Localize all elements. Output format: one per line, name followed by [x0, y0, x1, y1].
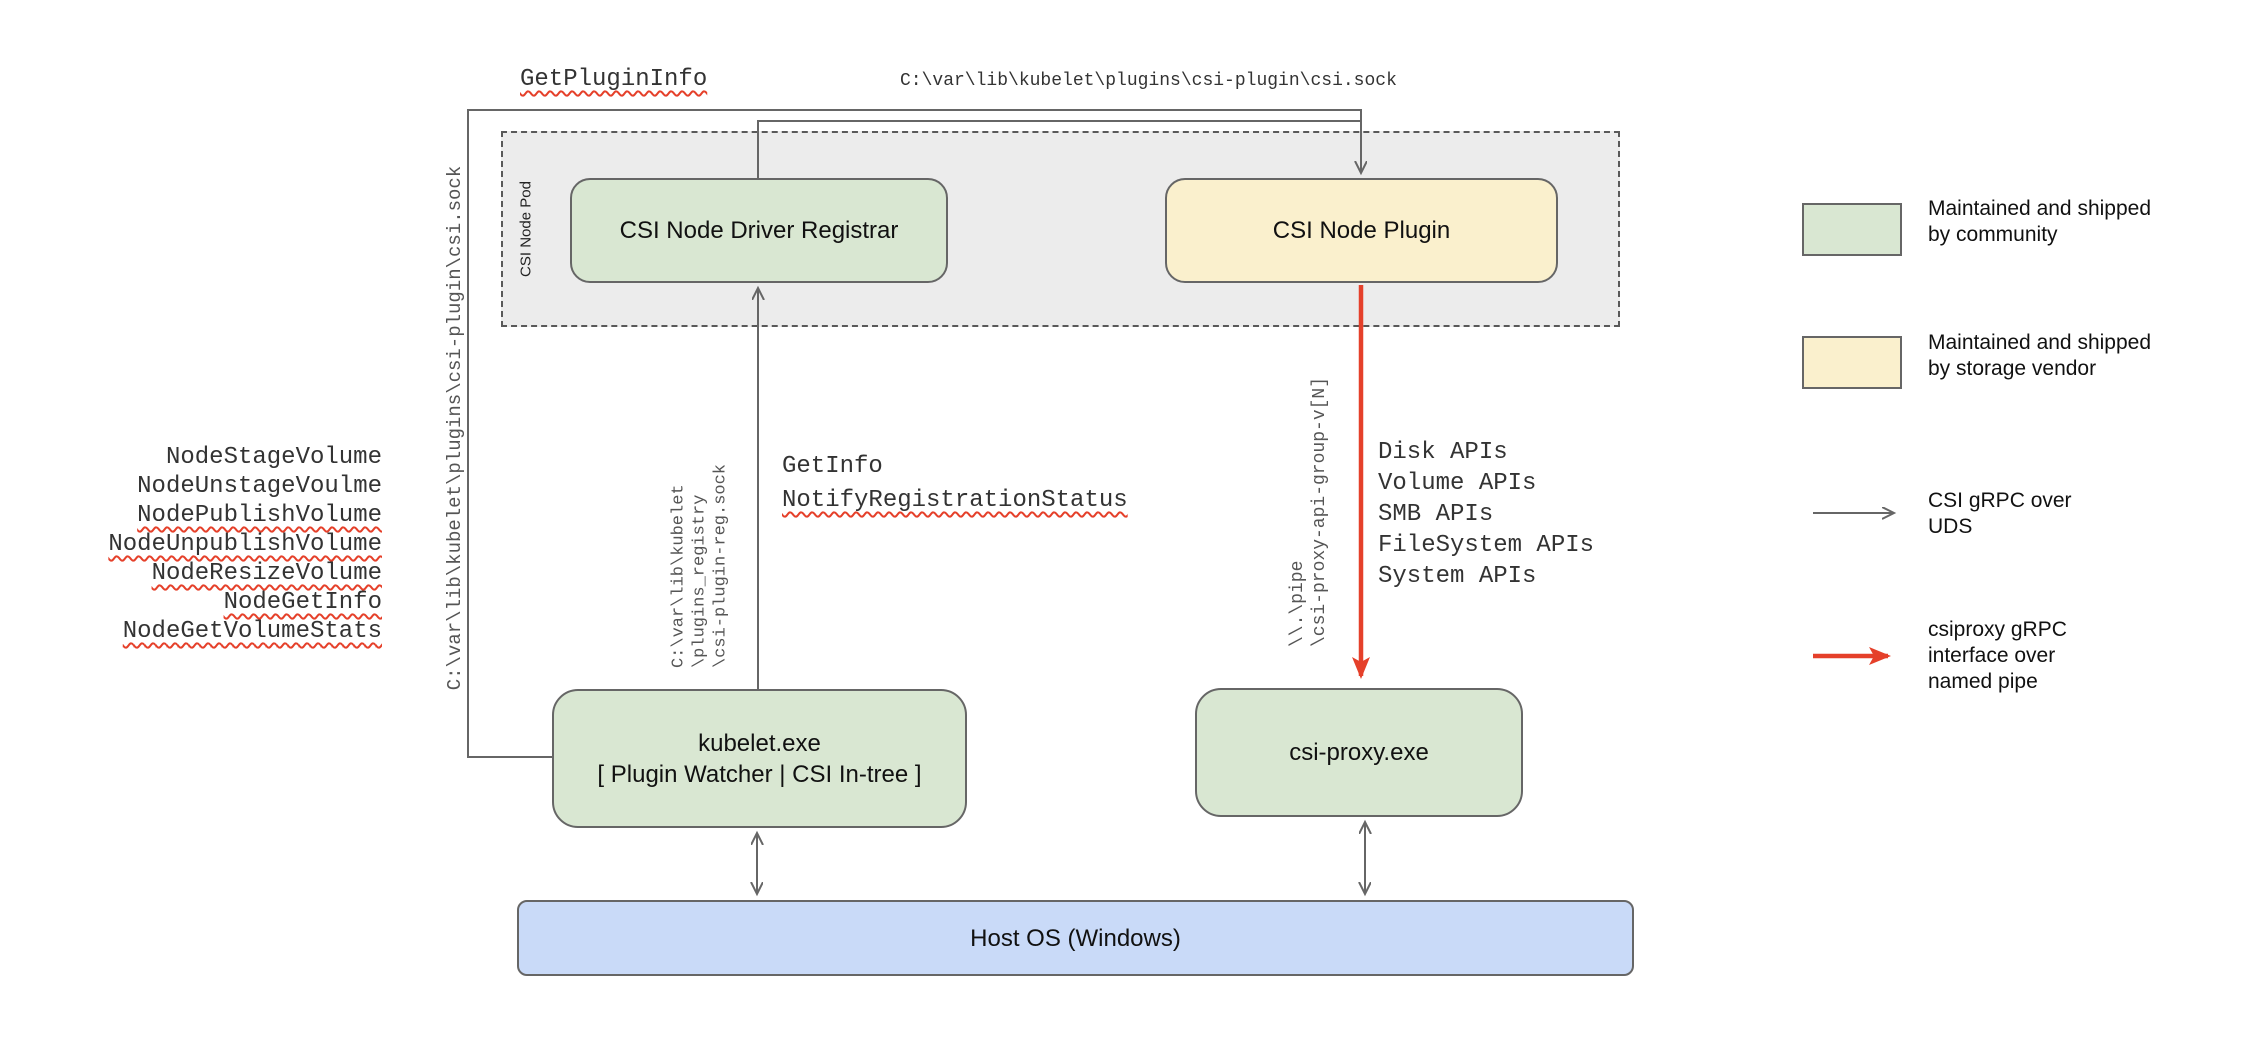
- node-rpc-item: NodeStageVolume: [165, 444, 382, 471]
- csi-proxy-api-list: Disk APIs Volume APIs SMB APIs FileSyste…: [1378, 437, 1594, 592]
- csi-node-plugin-box: CSI Node Plugin: [1165, 178, 1558, 283]
- csi-sock-path-left-label: C:\var\lib\kubelet\plugins\csi-plugin\cs…: [444, 165, 466, 691]
- legend-uds-label: CSI gRPC over UDS: [1928, 489, 2072, 538]
- csi-node-driver-registrar-label: CSI Node Driver Registrar: [619, 217, 899, 244]
- named-pipe-path-label: \\.\pipe \csi-proxy-api-group-v[N]: [1288, 376, 1330, 648]
- node-rpc-item: NodeResizeVolume: [151, 560, 382, 587]
- kubelet-label-line2: [ Plugin Watcher | CSI In-tree ]: [597, 760, 922, 788]
- api-list-item: SMB APIs: [1378, 501, 1494, 528]
- node-rpc-item: NodeUnstageVoulme: [137, 473, 382, 500]
- node-rpc-item: NodeGetVolumeStats: [122, 618, 382, 645]
- node-rpc-item: NodeGetInfo: [223, 589, 382, 616]
- legend-community-swatch: [1802, 203, 1902, 256]
- api-list-item: FileSystem APIs: [1378, 532, 1595, 559]
- api-list-item: Disk APIs: [1378, 439, 1508, 466]
- api-list-item: System APIs: [1378, 563, 1537, 590]
- legend-vendor-label: Maintained and shipped by storage vendor: [1928, 331, 2152, 380]
- node-rpc-item: NodePublishVolume: [137, 502, 382, 529]
- csi-node-pod-label: CSI Node Pod: [517, 181, 535, 277]
- host-os-label: Host OS (Windows): [970, 924, 1181, 952]
- legend-vendor-swatch: [1802, 336, 1902, 389]
- node-rpc-list: NodeStageVolume NodeUnstageVoulme NodePu…: [82, 443, 382, 646]
- get-info-label: GetInfo: [782, 453, 883, 480]
- csi-sock-path-top-label: C:\var\lib\kubelet\plugins\csi-plugin\cs…: [900, 71, 1397, 91]
- registry-sock-path-label: C:\var\lib\kubelet \plugins_registry \cs…: [669, 463, 731, 669]
- host-os-box: Host OS (Windows): [517, 900, 1634, 976]
- api-list-item: Volume APIs: [1378, 470, 1537, 497]
- kubelet-box: kubelet.exe [ Plugin Watcher | CSI In-tr…: [552, 689, 967, 828]
- legend-pipe-label: csiproxy gRPC interface over named pipe: [1928, 618, 2067, 693]
- legend-community-label: Maintained and shipped by community: [1928, 197, 2152, 246]
- csi-proxy-box: csi-proxy.exe: [1195, 688, 1523, 817]
- get-plugin-info-label: GetPluginInfo: [520, 66, 708, 93]
- csi-node-driver-registrar-box: CSI Node Driver Registrar: [570, 178, 948, 283]
- csi-proxy-label: csi-proxy.exe: [1289, 739, 1429, 766]
- kubelet-label-line1: kubelet.exe: [698, 729, 821, 757]
- node-rpc-item: NodeUnpublishVolume: [108, 531, 382, 558]
- notify-registration-status-label: NotifyRegistrationStatus: [782, 487, 1128, 514]
- csi-node-plugin-label: CSI Node Plugin: [1272, 217, 1451, 244]
